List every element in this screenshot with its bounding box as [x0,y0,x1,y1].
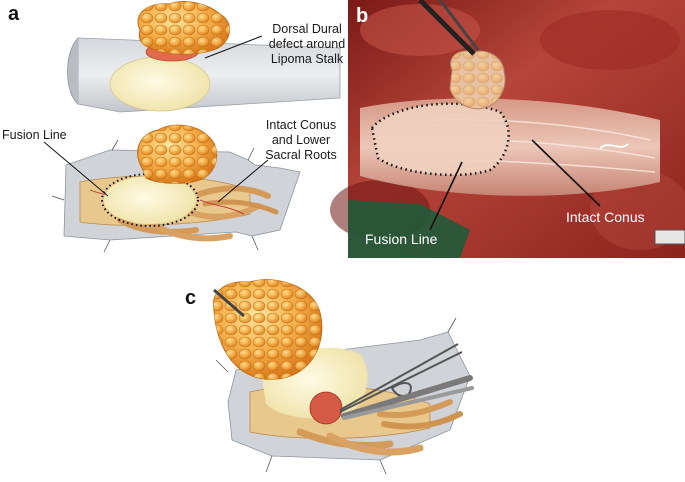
fusion-line-leader-a [43,141,109,197]
label-intact-conus-b: Intact Conus [566,209,645,225]
panel-b-letter: b [356,5,369,27]
dorsal-defect-leader [204,35,263,59]
intact-conus-leader-a [217,159,269,203]
label-fusion-line-a: Fusion Line [2,128,67,142]
label-line-2: defect around [268,37,346,51]
label-intact-conus-a: Intact Conus and Lower Sacral Roots [256,118,346,163]
opened-dura-bottom [43,124,301,253]
label-dorsal-dural-defect: Dorsal Dural defect around Lipoma Stalk [262,22,352,67]
intact-conus-leader-b [531,139,601,207]
panel-a-letter: a [8,3,20,25]
label-line-3: Sacral Roots [265,148,337,162]
fusion-line-dotted-a [101,173,199,227]
label-line-1: Dorsal Dural [272,22,342,36]
fusion-line-dotted-b [370,102,510,177]
label-line-3: Lipoma Stalk [270,52,344,66]
panel-c-illustration [212,279,474,475]
label-line-1: Intact Conus [265,118,337,132]
dural-tube-top [67,1,341,113]
placode-top [109,56,211,112]
panel-b-photo [330,0,685,258]
label-line-2: and Lower [271,133,331,147]
label-fusion-line-b: Fusion Line [365,231,438,247]
fusion-line-leader-b [429,161,463,231]
panel-c-letter: c [185,287,197,309]
placode-bottom [104,176,196,224]
